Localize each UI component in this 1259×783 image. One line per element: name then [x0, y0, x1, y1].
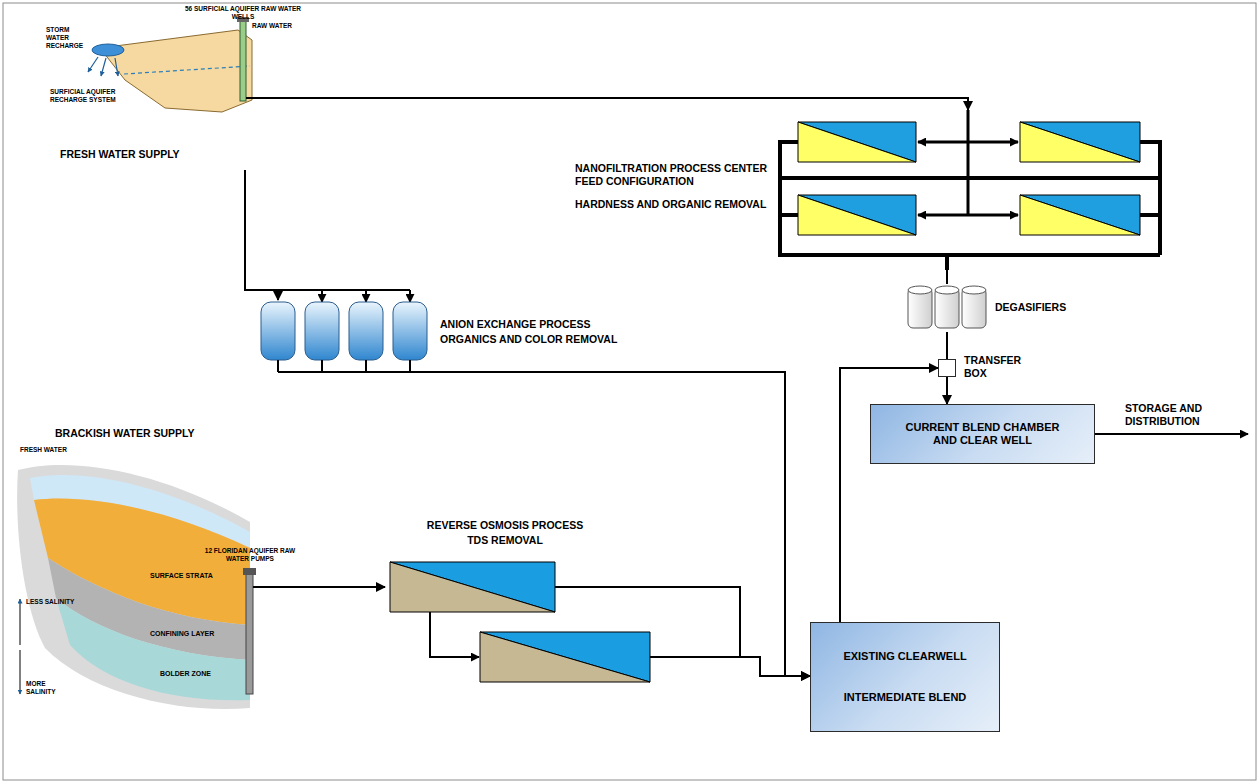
degasifier-top: [935, 286, 959, 294]
node-heading: EXISTING CLEARWELL: [843, 650, 966, 663]
membrane-permeate: [798, 122, 916, 162]
permeate-line: [555, 587, 740, 657]
nanofiltration-group: NANOFILTRATION PROCESS CENTER FEED CONFI…: [790, 110, 1170, 270]
node-heading: FRESH WATER SUPPLY: [60, 148, 230, 161]
membrane-feed: [798, 122, 916, 162]
exchange-vessel: [261, 302, 295, 360]
flow-connector: [946, 270, 948, 284]
diagram-label: STORM WATER RECHARGE: [46, 26, 90, 49]
node-subtext: HARDNESS AND ORGANIC REMOVAL: [575, 198, 775, 211]
outlet-collector: [278, 360, 660, 372]
diagram-label: BOLDER ZONE: [160, 670, 230, 678]
salinity-arrow: [20, 599, 21, 645]
page-frame: [3, 3, 1256, 780]
transfer-box-symbol: [938, 359, 956, 377]
ro-feed: [390, 562, 555, 612]
node-heading: TRANSFER BOX: [964, 354, 1028, 379]
node-heading: NANOFILTRATION PROCESS CENTER FEED CONFI…: [575, 162, 775, 187]
ground-section: [100, 30, 252, 112]
node-heading: DEGASIFIERS: [995, 301, 1090, 314]
feed-stub: [409, 290, 411, 302]
flow-connector: [946, 332, 948, 359]
flow-connector: [660, 372, 810, 676]
node-heading: CURRENT BLEND CHAMBER AND CLEAR WELL: [895, 421, 1070, 447]
diagram-label: FRESH WATER: [20, 446, 80, 454]
flow-connector: [245, 170, 278, 300]
diagram-label: 12 FLORIDAN AQUIFER RAW WATER PUMPS: [195, 547, 305, 563]
exchange-vessel: [393, 302, 427, 360]
node-heading: REVERSE OSMOSIS PROCESS: [405, 519, 605, 532]
flow-connector: [255, 586, 385, 588]
diagram-label: SURFICIAL AQUIFER RECHARGE SYSTEM: [50, 88, 118, 104]
membrane-permeate: [1020, 195, 1140, 235]
bolder-zone-layer: [56, 598, 250, 700]
supply-area: BRACKISH WATER SUPPLY: [15, 425, 255, 715]
reverse-osmosis-group: REVERSE OSMOSIS PROCESS TDS REMOVAL: [385, 515, 655, 685]
feed-bar: [918, 141, 1018, 144]
recharge-arrow: [88, 57, 98, 72]
ro-permeate: [390, 562, 555, 612]
ro-feed: [480, 632, 650, 682]
degasifier-group: DEGASIFIERS: [905, 284, 1090, 332]
permeate-frame: [780, 142, 1160, 270]
nanofiltration-array: [780, 110, 1160, 270]
feed-stub: [321, 290, 323, 302]
membrane-feed: [1020, 195, 1140, 235]
ro-permeate: [480, 632, 650, 682]
degasifier-towers: [908, 286, 986, 328]
diagram-label: MORE SALINITY: [26, 680, 76, 696]
pump-head: [243, 568, 256, 575]
node-subtext: ORGANICS AND COLOR REMOVAL: [440, 333, 655, 346]
exchange-vessel: [349, 302, 383, 360]
diagram-label: STORAGE AND DISTRIBUTION: [1125, 402, 1225, 427]
flow-connector: [250, 98, 968, 110]
recharge-arrow: [101, 58, 106, 76]
feed-bar: [918, 214, 1018, 217]
well-casing: [240, 21, 246, 101]
reverse-osmosis-array: [390, 562, 740, 682]
feed-manifold: [278, 289, 410, 291]
node-heading: ANION EXCHANGE PROCESS: [440, 318, 655, 331]
pump-column: [246, 574, 253, 694]
node-subtext: INTERMEDIATE BLEND: [844, 691, 967, 704]
flow-connector: [655, 657, 810, 676]
degasifier-top: [962, 286, 986, 294]
anion-exchange-vessels: [261, 290, 660, 372]
exchange-vessel: [305, 302, 339, 360]
feed-header: [967, 110, 970, 215]
salinity-arrow: [20, 650, 21, 694]
membrane-feed: [798, 195, 916, 235]
brackish-water-illustration: [17, 465, 256, 709]
node-subtext: TDS REMOVAL: [405, 534, 605, 547]
membrane-feed: [1020, 122, 1140, 162]
outer-stratum: [17, 465, 250, 709]
feed-stub: [365, 290, 367, 302]
transfer-box: TRANSFER BOX: [938, 359, 1040, 377]
membrane-permeate: [798, 195, 916, 235]
diagram-label: SURFACE STRATA: [150, 572, 230, 580]
node-heading: BRACKISH WATER SUPPLY: [55, 427, 245, 440]
degasifier-top: [908, 286, 932, 294]
distribution-arrow: [1095, 433, 1248, 435]
water-table: [124, 66, 250, 74]
diagram-label: LESS SALINITY: [26, 598, 76, 606]
blend-chamber-box: CURRENT BLEND CHAMBER AND CLEAR WELL: [870, 404, 1095, 464]
diagram-label: 56 SURFICIAL AQUIFER RAW WATER WELLS: [178, 5, 308, 21]
membrane-permeate: [1020, 122, 1140, 162]
anion-exchange-group: ANION EXCHANGE PROCESS ORGANICS AND COLOR…: [250, 300, 660, 385]
recharge-arrow: [115, 58, 118, 76]
diagram-label: CONFINING LAYER: [150, 630, 230, 638]
clearwell-box: EXISTING CLEARWELL INTERMEDIATE BLEND: [810, 622, 1000, 732]
flow-connector: [946, 377, 948, 404]
recharge-pond: [92, 44, 124, 56]
concentrate-line: [430, 612, 479, 657]
diagram-label: RAW WATER: [252, 22, 302, 30]
